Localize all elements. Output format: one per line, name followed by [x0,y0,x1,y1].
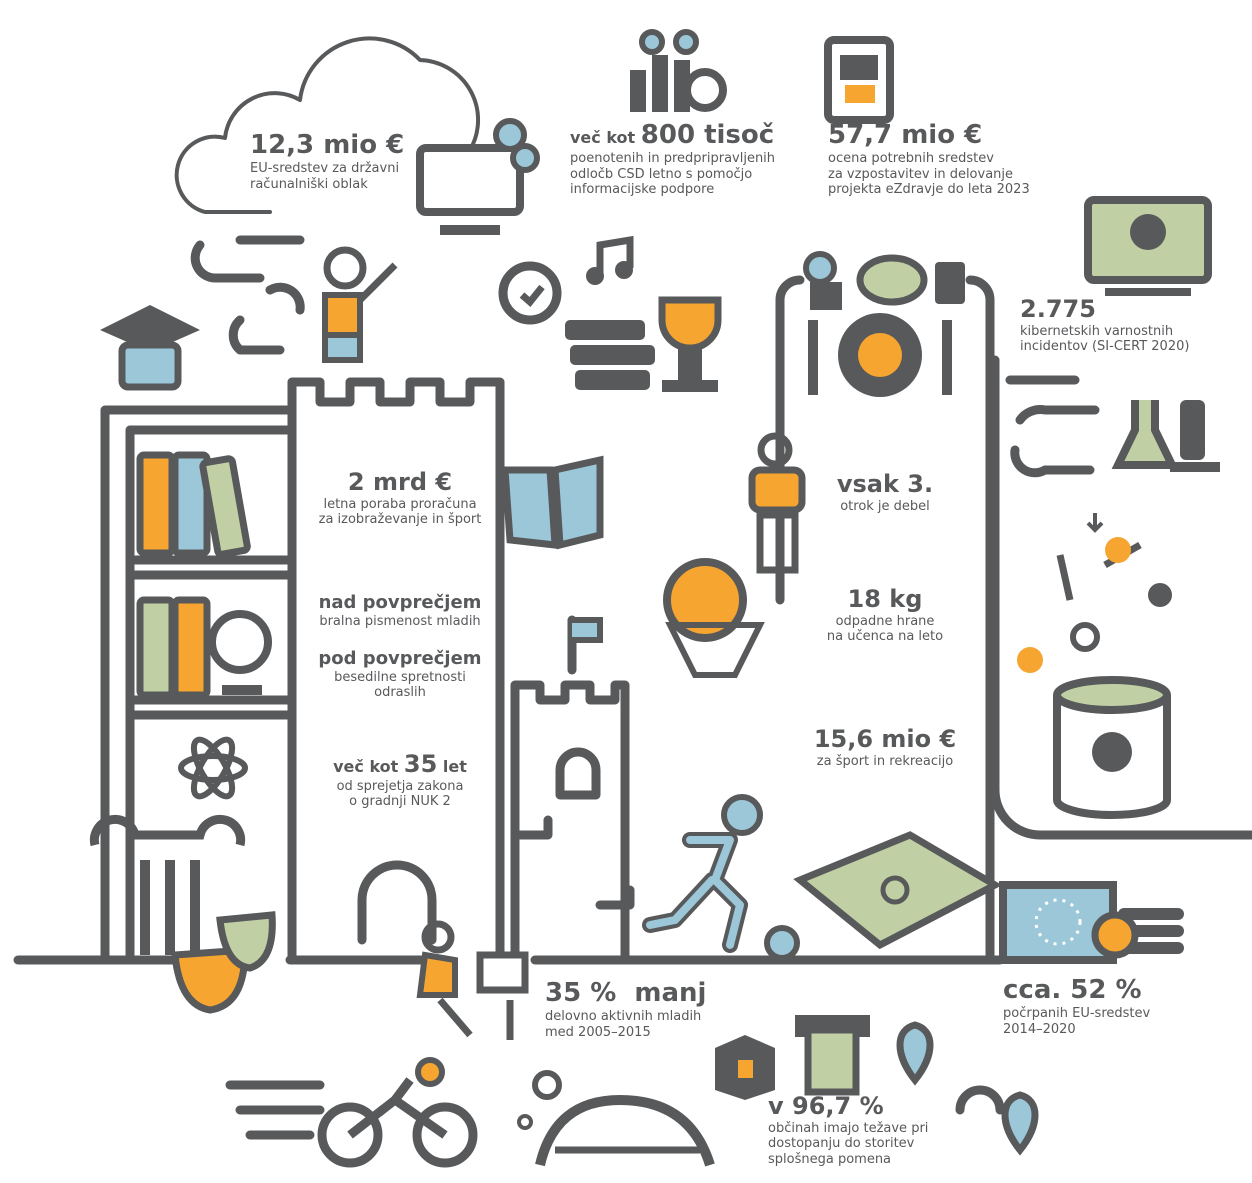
lab-flask-icon [1111,400,1220,472]
computer-gear-icon [416,118,540,235]
open-book-icon [501,455,604,550]
stat-desc: EU-sredstev za državni [250,161,400,177]
column-icon [89,814,246,955]
stat-value: 2 mrd € [347,468,453,496]
stat-suffix: let [442,757,467,776]
services-stat: v 96,7 % občinah imajo težave pri dostop… [768,1092,928,1168]
stadium-icon [517,1070,715,1167]
team-chart-icon [630,29,727,112]
stat-desc: delovno aktivnih mladih [545,1009,702,1025]
stat-value: 35 % manj [545,978,707,1008]
tablet-health-icon [824,36,894,124]
stat-desc: računalniški oblak [250,176,368,192]
waste-stat: 18 kg odpadne hrane na učenca na leto [810,585,960,645]
stat-value: v 96,7 % [768,1092,884,1120]
stat-desc: bralna pismenost mladih [319,613,481,629]
plate-cutlery-icon [803,251,965,397]
nuk-stat: več kot 35 let od sprejetja zakona o gra… [305,750,495,810]
stat-desc: na učenca na leto [826,629,944,645]
location-pin-icon [896,1021,1039,1156]
package-icon [715,1035,775,1100]
literacy-stat: nad povprečjem bralna pismenost mladih [305,592,495,629]
stat-value: nad povprečjem [318,592,482,613]
cyber-stat: 2.775 kibernetskih varnostnih incidentov… [1020,295,1189,355]
stat-desc: za šport in rekreacijo [816,753,954,769]
mortarboard-icon [100,305,200,391]
cloud-outline [174,36,481,214]
atm-icon [795,1015,870,1096]
stat-desc: splošnega pomena [768,1151,892,1167]
stat-desc: projekta eZdravje do leta 2023 [828,182,1030,198]
dining-frame [775,275,995,965]
flag-icon [572,617,603,643]
stat-value: cca. 52 % [1003,975,1142,1005]
school-items [498,235,722,392]
stat-desc: informacijske podpore [570,182,715,198]
stat-value: vsak 3. [836,470,934,498]
obesity-stat: vsak 3. otrok je debel [810,470,960,514]
education-stat: 2 mrd € letna poraba proračuna za izobra… [305,468,495,528]
stat-value: 2.775 [1020,295,1096,323]
stat-desc: odraslih [374,685,426,701]
stat-desc: občinah imajo težave pri [768,1120,929,1136]
stat-desc: 2014–2020 [1003,1021,1076,1037]
girl-waving-icon [322,246,398,363]
stat-desc: za vzpostavitev in delovanje [828,166,1014,182]
person-laptop-icon [416,920,529,1040]
stat-prefix: več kot [333,757,399,776]
stat-desc: besedilne spretnosti [334,669,466,685]
castle-tower-main [287,377,505,965]
stat-desc: med 2005–2015 [545,1024,651,1040]
football-field-icon [793,831,1003,950]
stat-value: 15,6 mio € [813,725,957,753]
right-path [990,355,1252,840]
stat-desc: odpadne hrane [835,613,935,629]
csd-stat: več kot 800 tisoč poenotenih in predprip… [570,120,775,198]
ezdravje-stat: 57,7 mio € ocena potrebnih sredstev za v… [828,120,1030,198]
stat-desc: odločb CSD letno s pomočjo [570,166,753,182]
stat-desc: incidentov (SI-CERT 2020) [1020,339,1190,355]
basketball-icon [663,558,765,678]
stat-value: 57,7 mio € [828,120,983,150]
cyclist-icon [317,1057,478,1168]
theatre-masks-icon [171,911,276,1014]
stat-desc: za izobraževanje in šport [318,512,482,528]
stat-value: 800 tisoč [640,120,775,150]
castle-tower-small [510,680,630,965]
globe-icon [208,610,272,695]
coins-icon [1091,908,1184,959]
youth-stat: 35 % manj delovno aktivnih mladih med 20… [545,978,706,1040]
stat-desc: počrpanih EU-sredstev [1003,1006,1151,1022]
stat-value: pod povprečjem [318,648,482,669]
recycle-bin-icon [1017,513,1172,819]
stat-desc: poenotenih in predpripravljenih [570,151,776,167]
runner-icon [642,794,800,961]
atom-icon [178,736,248,800]
stat-desc: otrok je debel [840,498,930,514]
stat-desc: letna poraba proračuna [323,496,477,512]
virus-computer-icon [1084,196,1212,296]
stat-desc: dostopanju do storitev [768,1136,915,1152]
books-shelf-icon [136,451,251,699]
bookshelf-frame [100,405,295,960]
stat-value: 12,3 mio € [250,130,405,160]
stat-desc: od sprejetja zakona [336,778,464,794]
stat-value: 18 kg [847,585,923,613]
stat-value: 35 [403,750,438,778]
adults-stat: pod povprečjem besedilne spretnosti odra… [305,648,495,701]
stat-desc: o gradnji NUK 2 [349,794,451,810]
cloud-stat: 12,3 mio € EU-sredstev za državni računa… [250,130,404,192]
eu-funds-stat: cca. 52 % počrpanih EU-sredstev 2014–202… [1003,975,1150,1037]
sport-stat: 15,6 mio € za šport in rekreacijo [800,725,970,769]
stat-desc: kibernetskih varnostnih [1020,323,1174,339]
stat-desc: ocena potrebnih sredstev [828,151,994,167]
child-figure-icon [748,432,806,574]
stat-prefix: več kot [570,128,636,147]
